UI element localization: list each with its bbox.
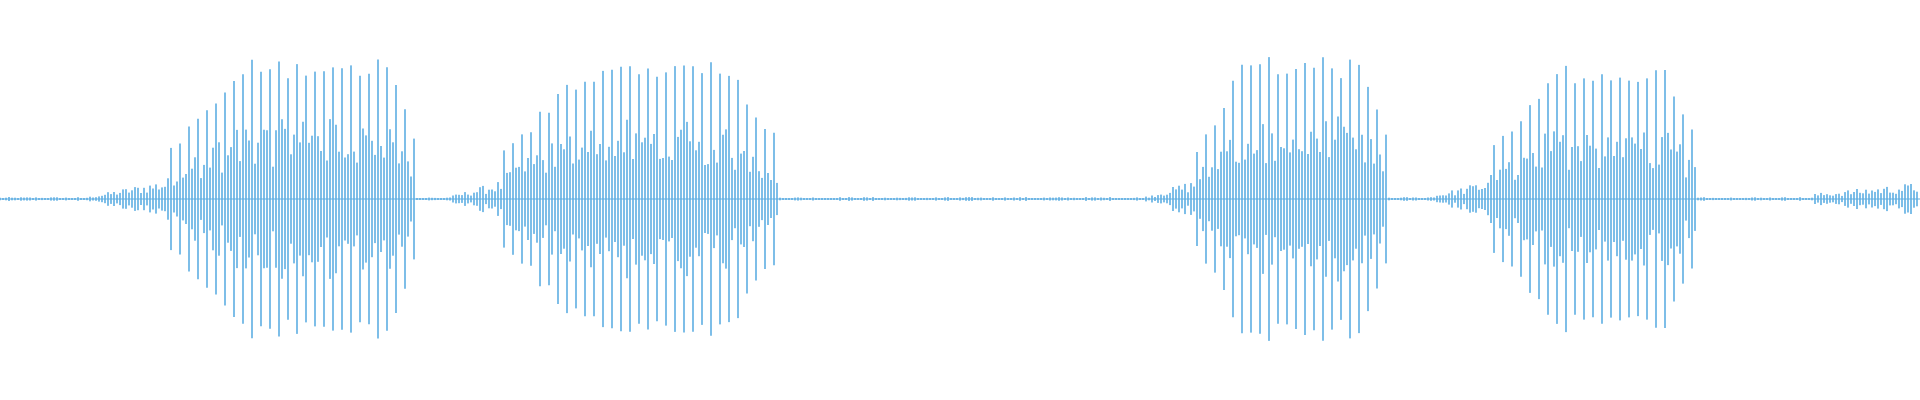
- waveform-bars: [0, 57, 1918, 341]
